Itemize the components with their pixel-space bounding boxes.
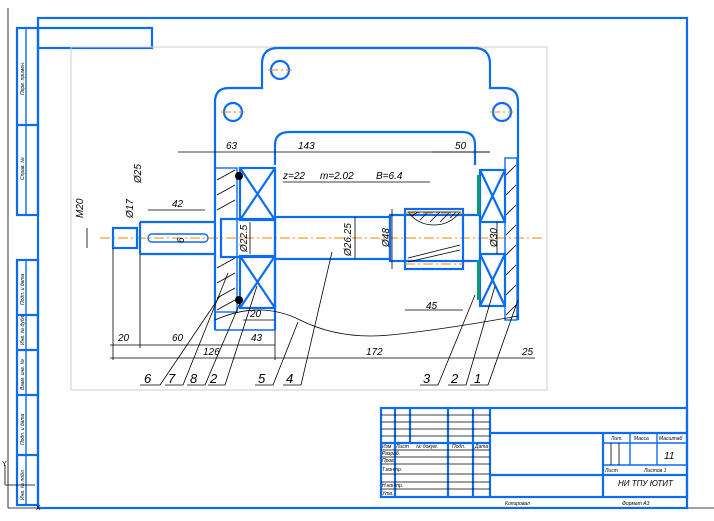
svg-text:Утв.: Утв. — [382, 491, 393, 497]
dimension-text: 20 — [249, 309, 262, 320]
part-label: 4 — [286, 371, 293, 386]
title-block: Изм Лист № докум. Подп. Дата Разраб. Про… — [379, 406, 689, 507]
dimension-text: Ø48 — [381, 228, 392, 248]
dimension-text: Ø30 — [489, 228, 500, 248]
drawing-frame — [36, 16, 689, 510]
stamp-label: Справ. № — [20, 157, 26, 180]
dimension-text: M20 — [75, 198, 86, 218]
dimension-text: 63 — [226, 141, 238, 152]
stamp-label: Подп. и дата — [20, 413, 26, 445]
dimension-text: 6 — [176, 237, 187, 243]
part-label: 1 — [474, 371, 481, 386]
stamp-label: Подп. и дата — [20, 273, 26, 305]
side-stamp: Перв. примен. Справ. № Подп. и дата Инв.… — [15, 26, 40, 507]
dimension-text: Ø26.25 — [343, 223, 354, 257]
dimension-text: Ø25 — [133, 164, 144, 184]
svg-text:Лист: Лист — [395, 444, 409, 450]
svg-text:Изм: Изм — [382, 444, 392, 450]
svg-text:X: X — [36, 505, 41, 512]
svg-text:Подп.: Подп. — [452, 444, 465, 450]
stamp-label: Взам. инв. № — [20, 358, 26, 390]
svg-text:Лист: Лист — [604, 468, 618, 474]
svg-text:Копировал: Копировал — [505, 501, 530, 507]
svg-text:Масса: Масса — [634, 436, 649, 442]
dimension-text: 172 — [366, 347, 383, 358]
svg-text:№ докум.: № докум. — [416, 444, 438, 450]
part-label: 8 — [190, 371, 198, 386]
svg-text:Н.контр.: Н.контр. — [382, 483, 403, 489]
view-area — [70, 46, 548, 391]
svg-text:Формат A3: Формат A3 — [622, 501, 650, 507]
leader-lines — [140, 251, 519, 386]
dimension-text: 45 — [426, 301, 438, 312]
part-label: 3 — [423, 371, 431, 386]
coordinate-axes-icon: Y X — [2, 461, 41, 512]
left-bearing-assembly — [214, 166, 277, 313]
organization: НИ ТПУ ЮТИТ — [618, 479, 674, 488]
gear-teeth: z=22 — [282, 171, 305, 182]
stamp-label: Инв. № подл. — [20, 469, 26, 500]
gear-module: m=2.02 — [320, 171, 354, 182]
svg-text:Листов 1: Листов 1 — [643, 468, 667, 474]
part-label: 7 — [168, 371, 176, 386]
svg-text:Y: Y — [2, 461, 7, 468]
dimension-text: 143 — [298, 141, 315, 152]
svg-text:Т.контр.: Т.контр. — [382, 467, 402, 473]
part-label: 2 — [450, 371, 459, 386]
dimension-text: 42 — [172, 199, 184, 210]
top-left-stamp — [36, 26, 154, 50]
dimension-text: 126 — [203, 347, 220, 358]
svg-text:Пров.: Пров. — [382, 458, 395, 464]
dimension-lines — [86, 151, 535, 360]
svg-text:Дата: Дата — [474, 444, 488, 450]
part-label: 2 — [209, 371, 218, 386]
stamp-label: Инв. № дубл. — [20, 314, 26, 345]
break-line — [214, 309, 519, 337]
dimension-text: 43 — [251, 333, 263, 344]
gear-width: B=6.4 — [376, 171, 403, 182]
part-label: 5 — [258, 371, 266, 386]
shaft — [111, 213, 482, 263]
dimension-text: 25 — [521, 347, 534, 358]
right-bearing-assembly — [477, 157, 518, 321]
part-label: 6 — [144, 371, 152, 386]
dimension-text: 20 — [117, 333, 130, 344]
svg-text:Масштаб: Масштаб — [659, 436, 683, 442]
gear — [403, 207, 465, 271]
svg-text:Лит.: Лит. — [610, 436, 623, 442]
scale-value: 11 — [664, 451, 674, 462]
dimension-text: 50 — [455, 141, 467, 152]
dimension-text: Ø22.5 — [239, 224, 250, 253]
stamp-label: Перв. примен. — [20, 62, 26, 95]
dimension-text: 60 — [172, 333, 184, 344]
dimension-text: Ø17 — [125, 199, 136, 219]
svg-text:Разраб.: Разраб. — [382, 451, 400, 457]
